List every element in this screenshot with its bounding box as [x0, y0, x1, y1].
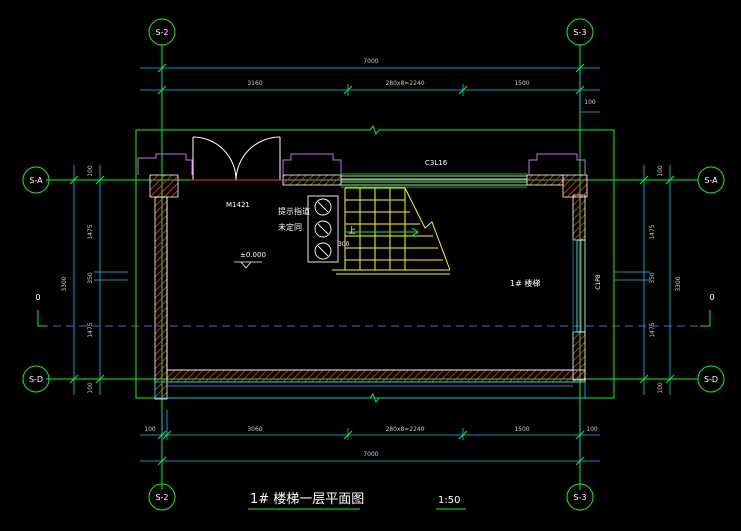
- dim-350-right: 350: [649, 272, 656, 284]
- dim-100-left-bottom: 100: [87, 382, 94, 394]
- zero-mark-right: [700, 310, 711, 327]
- step-depth-label: 300: [338, 241, 350, 248]
- stair-treads: [332, 187, 451, 275]
- note-line-1: 提示指道: [278, 206, 310, 216]
- dim-1475-lower-right: 1475: [649, 322, 656, 337]
- axis-label-sd-right: S-D: [704, 375, 718, 384]
- window-glazing: [341, 175, 527, 186]
- axis-bubble-sd-left: [22, 365, 50, 393]
- axis-lines: [46, 44, 698, 490]
- axis-bubble-sd-right: [697, 365, 725, 393]
- door-tag: M1421: [226, 201, 250, 209]
- equipment-cabinet: [307, 195, 339, 263]
- dim-seg-right-top: 1500: [514, 80, 529, 87]
- stair-arrow: [345, 227, 419, 237]
- axis-bubble-sa-left: [22, 166, 50, 194]
- level-marker: [234, 261, 262, 269]
- axis-bubble-s3-bottom: [566, 483, 594, 511]
- dim-total-height-left: 3300: [61, 276, 68, 291]
- axis-bubble-sa-right: [697, 166, 725, 194]
- dim-100-bottom-right: 100: [586, 426, 598, 433]
- dim-total-top: 7000: [363, 58, 378, 65]
- dim-100-bottom-left: 100: [144, 426, 156, 433]
- dim-seg-right-bottom: 1500: [514, 426, 529, 433]
- dim-seg-stair-bottom: 280x8=2240: [385, 426, 424, 433]
- side-window-tag: C1P8: [595, 274, 602, 290]
- window-sills: [137, 153, 586, 175]
- axis-label-s2-bottom: S-2: [155, 493, 168, 502]
- window-tag: C3L16: [425, 159, 448, 167]
- axis-label-s3-top: S-3: [573, 28, 586, 37]
- stair-up-mark: 上: [348, 226, 356, 235]
- zero-mark-left: [37, 310, 46, 327]
- zero-label-right: 0: [709, 293, 714, 302]
- axis-bubble-s3-top: [566, 18, 594, 46]
- dim-total-bottom: 7000: [363, 451, 378, 458]
- bottom-dimensions: [140, 410, 600, 466]
- dim-350-left: 350: [87, 272, 94, 284]
- walls: [149, 174, 588, 400]
- axis-label-sa-left: S-A: [29, 176, 43, 185]
- double-door: [192, 136, 281, 181]
- dim-seg-left-bottom: 3060: [247, 426, 262, 433]
- dim-100-right-bottom: 100: [657, 382, 664, 394]
- dim-total-height-right: 3300: [675, 276, 682, 291]
- axis-label-s2-top: S-2: [155, 28, 168, 37]
- side-dimensions: [73, 165, 671, 395]
- dim-1475-lower-left: 1475: [87, 322, 94, 337]
- dim-seg-left-top: 3160: [247, 80, 262, 87]
- note-line-2: 未定同: [278, 222, 302, 232]
- dim-seg-stair-top: 280x8=2240: [385, 80, 424, 87]
- axis-label-sa-right: S-A: [704, 176, 718, 185]
- top-dimensions: [140, 62, 600, 113]
- dim-1475-upper-left: 1475: [87, 224, 94, 239]
- axis-bubble-s2-bottom: [148, 483, 176, 511]
- level-label: ±0.000: [240, 251, 266, 259]
- dim-100-top: 100: [584, 99, 596, 106]
- axis-label-s3-bottom: S-3: [573, 493, 586, 502]
- drawing-scale: 1:50: [438, 495, 460, 506]
- dim-1475-upper-right: 1475: [649, 224, 656, 239]
- axis-bubble-s2-top: [148, 18, 176, 46]
- axis-label-sd-left: S-D: [29, 375, 43, 384]
- stair-name-label: 1# 楼梯: [510, 278, 540, 288]
- zero-label-left: 0: [35, 293, 40, 302]
- dim-100-left-top: 100: [87, 165, 94, 177]
- dim-100-right-top: 100: [657, 165, 664, 177]
- drawing-title: 1# 楼梯一层平面图: [250, 492, 364, 507]
